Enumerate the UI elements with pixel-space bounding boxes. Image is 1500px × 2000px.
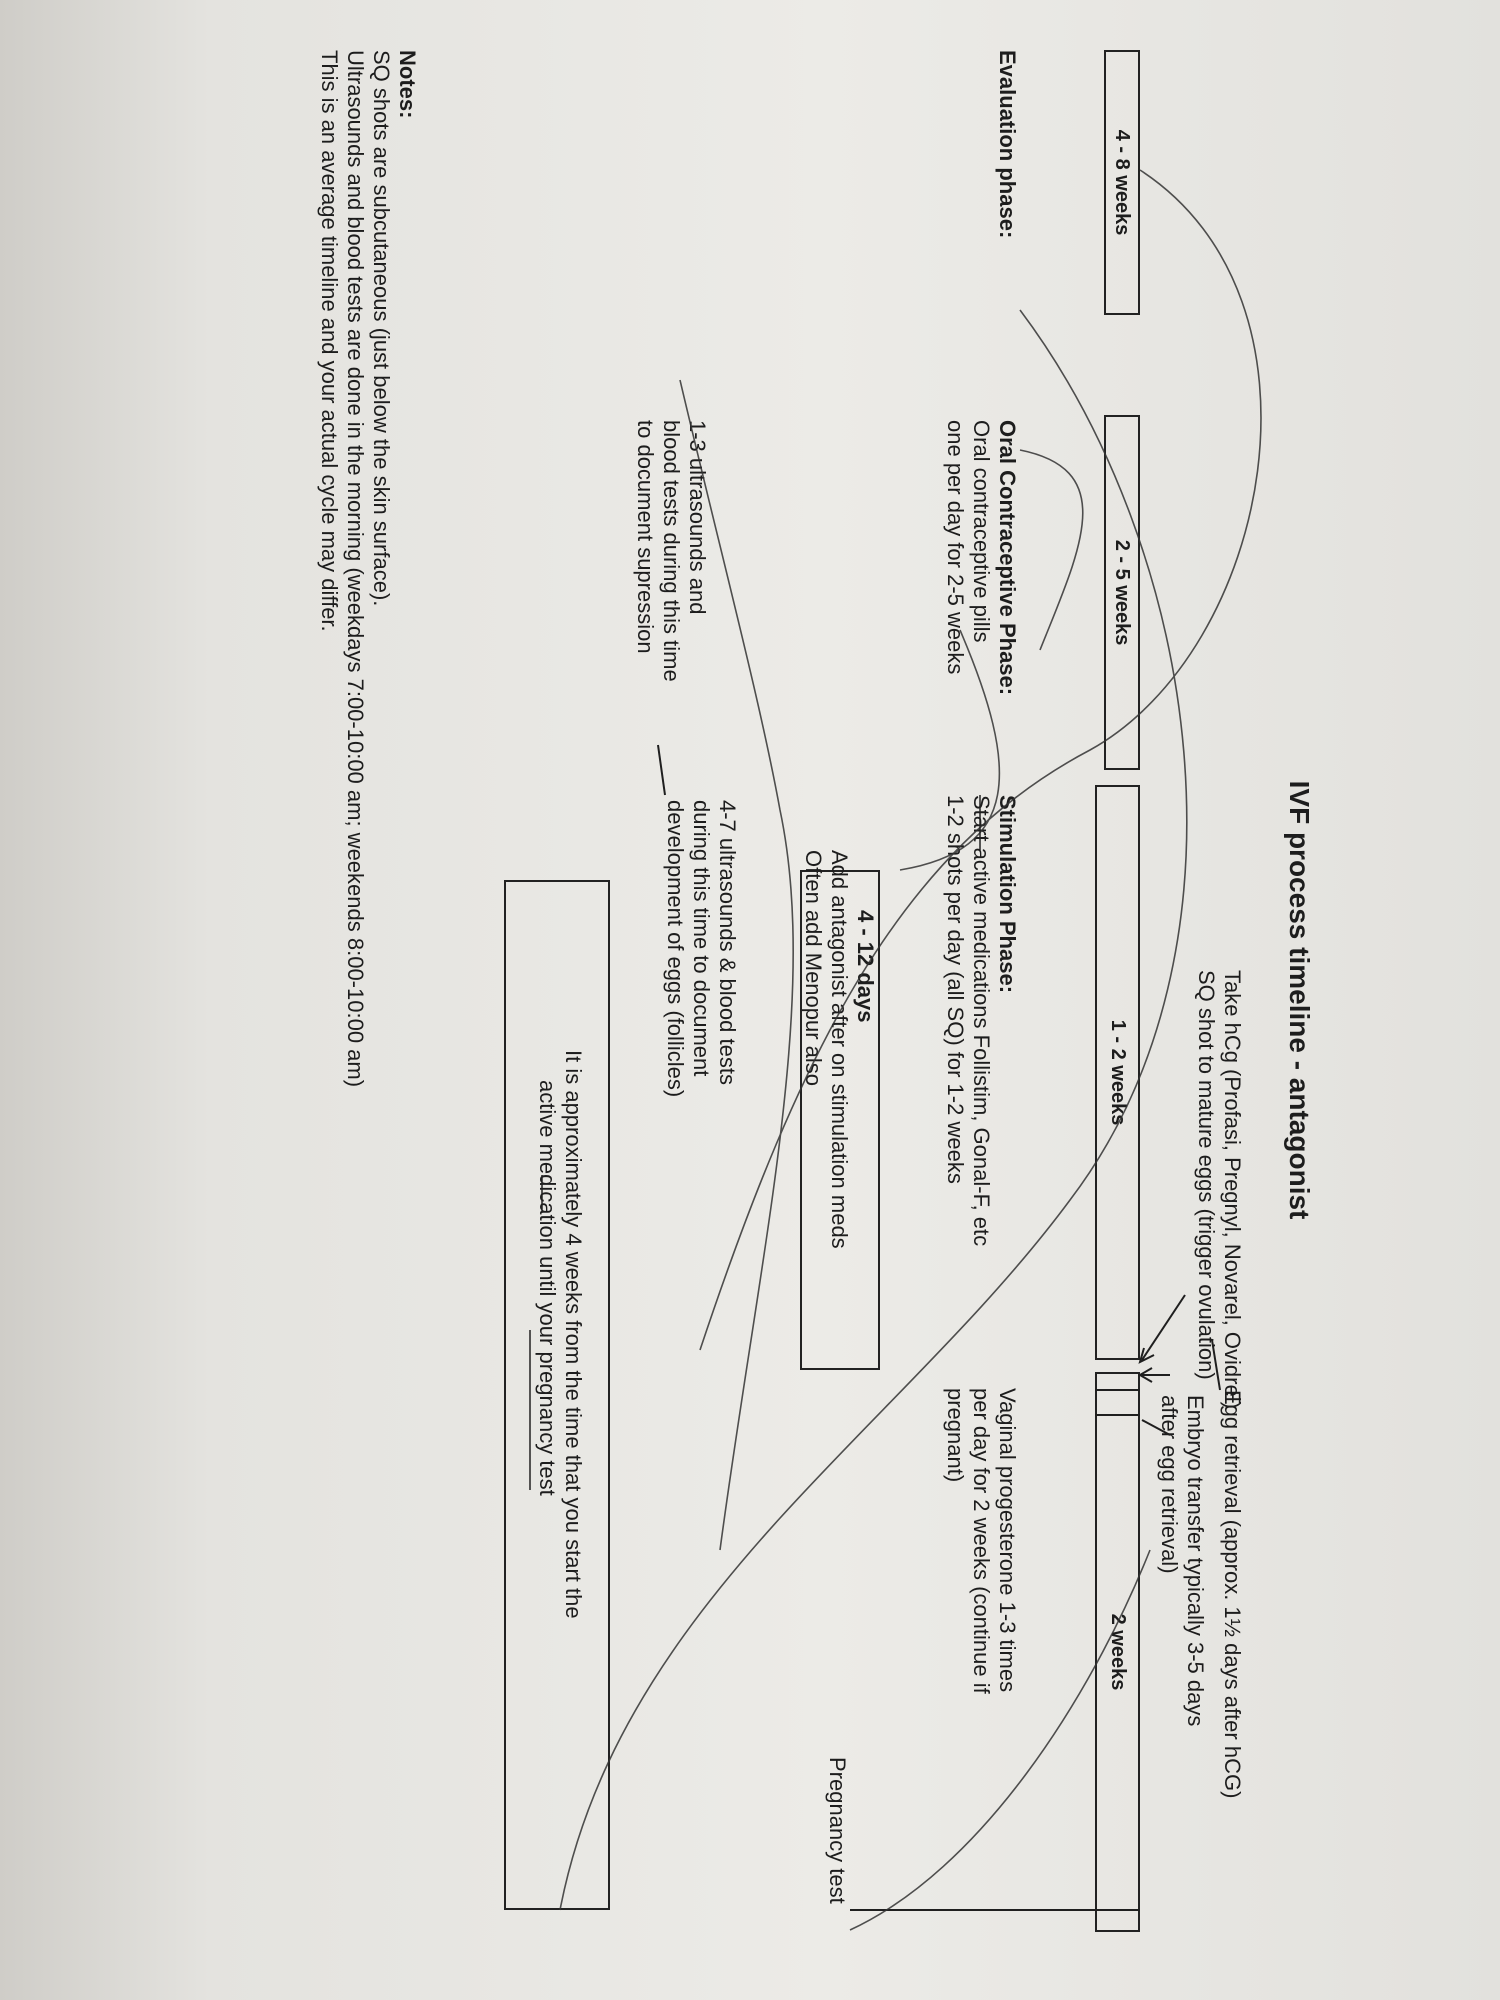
transfer-arrow (1141, 1419, 1171, 1436)
retrieval-arrowhead (1138, 1367, 1153, 1383)
pen-stroke-1 (699, 169, 1262, 1351)
pen-stroke-2 (559, 309, 1188, 1911)
rotated-document: IVF process timeline - antagonist Take h… (50, 50, 1320, 1950)
pen-stroke-4 (899, 629, 1001, 871)
pen-stroke-5 (849, 1549, 1151, 1931)
hcg-arrowhead (1138, 1347, 1155, 1364)
annotation-overlay (529, 169, 1262, 1931)
pen-stroke-6 (1019, 449, 1084, 651)
hcg-arrow (1141, 1294, 1186, 1361)
pen-stroke-3 (679, 379, 794, 1551)
